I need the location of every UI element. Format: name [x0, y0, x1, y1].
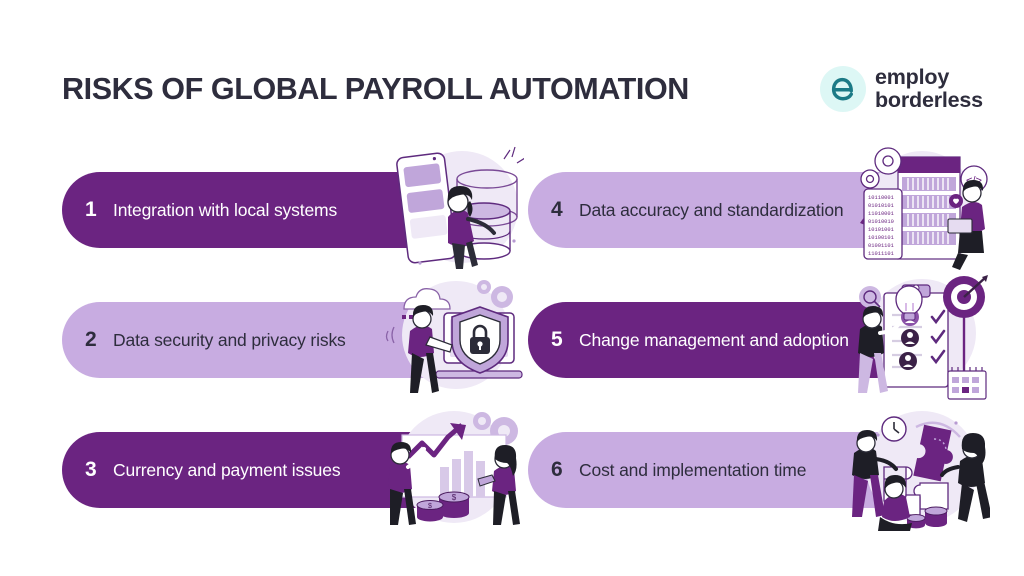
risk-pill-2: 2 Data security and privacy risks: [62, 302, 466, 378]
risk-number-1: 1: [85, 198, 97, 221]
header: RISKS OF GLOBAL PAYROLL AUTOMATION emplo…: [0, 0, 1024, 140]
brand-line-2: borderless: [875, 88, 983, 112]
risk-pill-1: 1 Integration with local systems: [62, 172, 466, 248]
risk-number-3: 3: [85, 458, 97, 481]
risk-label-4: Data accuracy and standardization: [579, 199, 844, 220]
page-title: RISKS OF GLOBAL PAYROLL AUTOMATION: [62, 72, 689, 106]
brand-logo: employ borderless: [820, 60, 983, 118]
risk-label-6: Cost and implementation time: [579, 459, 807, 480]
risk-pill-5: 5 Change management and adoption: [528, 302, 932, 378]
svg-text:11011101: 11011101: [868, 251, 894, 257]
risk-number-6: 6: [551, 458, 563, 481]
risk-number-5: 5: [551, 328, 563, 351]
risk-label-5: Change management and adoption: [579, 329, 849, 350]
risk-item-6: 6 Cost and implementation time: [528, 405, 990, 535]
risk-item-2: 2 Data security and privacy risks: [62, 275, 523, 405]
risk-number-4: 4: [551, 198, 563, 221]
risk-item-1: 1 Integration with local systems: [62, 145, 524, 275]
risk-pill-6: 6 Cost and implementation time: [528, 432, 932, 508]
risk-pill-4: 4 Data accuracy and standardization: [528, 172, 932, 248]
risk-item-3: 3 Currency and payment issues: [62, 405, 520, 535]
risk-label-3: Currency and payment issues: [113, 459, 341, 480]
risk-label-1: Integration with local systems: [113, 199, 338, 220]
svg-text:</>: </>: [966, 175, 982, 187]
risk-item-4: 4 Data accuracy and standardization: [528, 145, 988, 275]
risk-item-5: 5 Change management and adoption: [528, 275, 988, 405]
risk-label-2: Data security and privacy risks: [113, 329, 346, 350]
risk-number-2: 2: [85, 328, 97, 351]
brand-line-1: employ: [875, 65, 950, 90]
risk-pill-3: 3 Currency and payment issues: [62, 432, 466, 508]
letter-e-icon: [820, 66, 866, 112]
brand-wordmark: employ borderless: [875, 66, 983, 112]
